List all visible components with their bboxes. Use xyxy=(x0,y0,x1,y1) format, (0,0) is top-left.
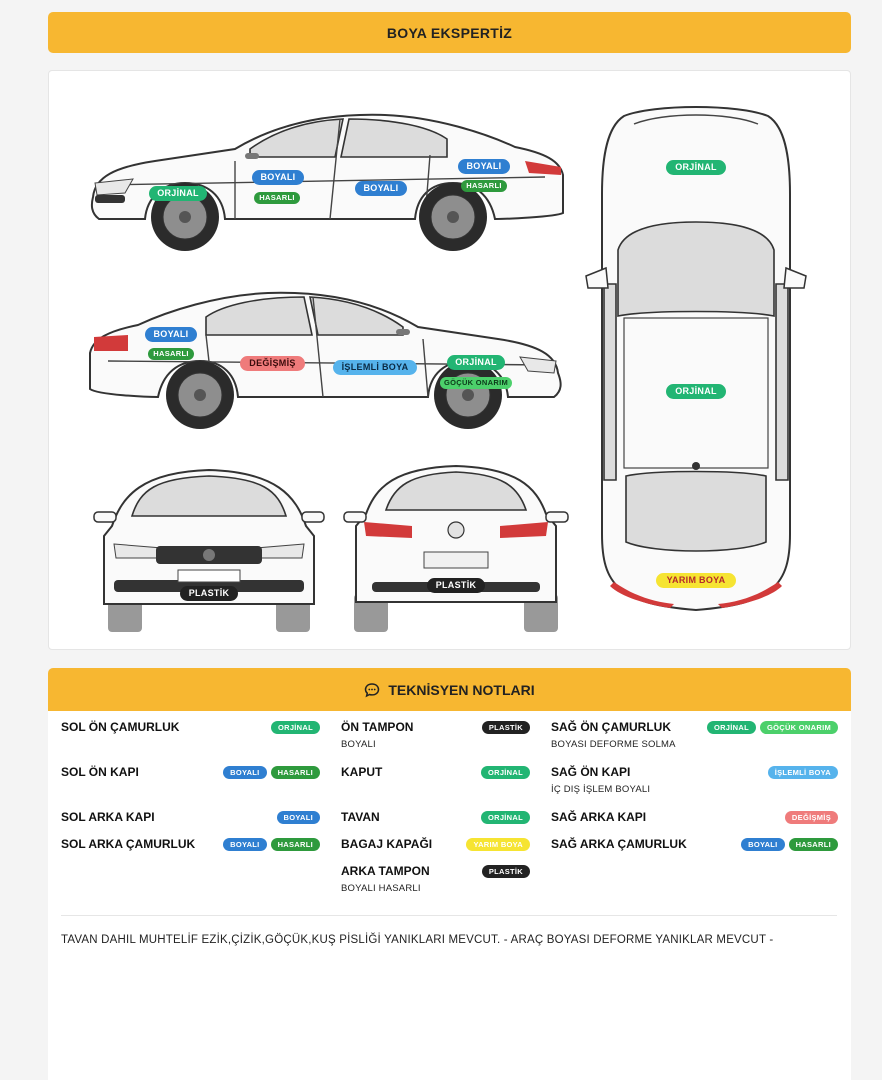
label-rear-bumper: PLASTİK xyxy=(427,578,485,593)
label-side-right-rear-fender-painted: BOYALI xyxy=(458,159,510,174)
page-header: BOYA EKSPERTİZ xyxy=(48,12,851,53)
note-badge: GÖÇÜK ONARIM xyxy=(759,721,838,734)
note-badge: DEĞİŞMİŞ xyxy=(784,811,838,824)
note-item: SOL ÖN KAPI BOYALI HASARLI xyxy=(61,765,320,787)
label-side-left-rear-fender-painted: BOYALI xyxy=(145,327,197,342)
note-title: SOL ARKA KAPI xyxy=(61,810,155,824)
car-top-windshield xyxy=(617,221,775,317)
label-side-right-rear-door: BOYALI xyxy=(355,181,407,196)
note-badge: ORJİNAL xyxy=(270,721,320,734)
car-top-rear-window xyxy=(625,470,767,552)
note-title: KAPUT xyxy=(341,765,383,779)
car-side-left-window-front xyxy=(309,296,404,336)
note-item: ARKA TAMPON BOYALI HASARLI PLASTİK xyxy=(341,864,530,898)
car-rear-view xyxy=(343,464,569,632)
label-side-right-rear-fender-damaged: HASARLI xyxy=(461,180,507,192)
note-badge: ORJİNAL xyxy=(480,811,530,824)
note-badge: HASARLI xyxy=(270,838,320,851)
note-badge: BOYALI xyxy=(741,838,785,851)
label-side-left-front-door: İŞLEMLİ BOYA xyxy=(333,360,417,375)
label-side-right-front-door-painted: BOYALI xyxy=(252,170,304,185)
note-subtitle: BOYALI xyxy=(341,739,376,750)
car-front-view xyxy=(93,468,325,632)
note-badge: İŞLEMLİ BOYA xyxy=(767,766,838,779)
note-item: SAĞ ÖN KAPI İÇ DIŞ İŞLEM BOYALI İŞLEMLİ … xyxy=(551,765,838,799)
label-front-bumper: PLASTİK xyxy=(180,586,238,601)
label-side-left-front-fender-original: ORJİNAL xyxy=(447,355,505,370)
note-subtitle: BOYALI HASARLI xyxy=(341,883,421,894)
note-item: SAĞ ARKA ÇAMURLUK BOYALI HASARLI xyxy=(551,837,838,859)
note-title: ÖN TAMPON xyxy=(341,720,414,734)
note-badge: PLASTİK xyxy=(481,865,530,878)
note-item: ÖN TAMPON BOYALI PLASTİK xyxy=(341,720,530,754)
note-title: ARKA TAMPON xyxy=(341,864,430,878)
car-top-view xyxy=(585,106,807,612)
notes-summary: TAVAN DAHIL MUHTELİF EZİK,ÇİZİK,GÖÇÜK,KU… xyxy=(61,934,774,946)
note-item: SOL ARKA ÇAMURLUK BOYALI HASARLI xyxy=(61,837,320,859)
label-side-left-rear-door: DEĞİŞMİŞ xyxy=(240,356,305,371)
label-side-left-rear-fender-damaged: HASARLI xyxy=(148,348,194,360)
note-badge: ORJİNAL xyxy=(480,766,530,779)
note-title: BAGAJ KAPAĞI xyxy=(341,837,433,851)
note-title: SAĞ ÖN ÇAMURLUK xyxy=(551,720,671,734)
label-side-right-front-fender: ORJİNAL xyxy=(149,186,207,201)
note-item: SAĞ ARKA KAPI DEĞİŞMİŞ xyxy=(551,810,838,832)
label-side-right-front-door-damaged: HASARLI xyxy=(254,192,300,204)
note-title: SOL ÖN KAPI xyxy=(61,765,139,779)
note-title: SAĞ ARKA ÇAMURLUK xyxy=(551,837,687,851)
note-item: BAGAJ KAPAĞI YARIM BOYA xyxy=(341,837,530,859)
car-side-right-rear-wheel xyxy=(419,183,487,251)
note-title: SOL ÖN ÇAMURLUK xyxy=(61,720,180,734)
label-side-left-front-fender-dent-repair: GÖÇÜK ONARIM xyxy=(440,377,512,389)
note-title: TAVAN xyxy=(341,810,380,824)
note-badge: YARIM BOYA xyxy=(466,838,530,851)
label-top-hood: ORJİNAL xyxy=(666,160,726,175)
note-badge: BOYALI xyxy=(223,766,267,779)
car-side-right-window-front xyxy=(249,118,344,158)
note-badge: PLASTİK xyxy=(481,721,530,734)
label-top-trunk: YARIM BOYA xyxy=(656,573,736,588)
label-top-roof: ORJİNAL xyxy=(666,384,726,399)
page-title: BOYA EKSPERTİZ xyxy=(386,24,513,41)
car-front-windshield xyxy=(130,475,288,517)
note-badge: BOYALI xyxy=(223,838,267,851)
car-side-left-window-rear xyxy=(205,296,313,336)
note-item: KAPUT ORJİNAL xyxy=(341,765,530,787)
technician-notes-title: TEKNİSYEN NOTLARI xyxy=(388,681,535,698)
note-badge: ORJİNAL xyxy=(706,721,756,734)
note-item: SAĞ ÖN ÇAMURLUK BOYASI DEFORME SOLMA ORJ… xyxy=(551,720,838,754)
note-badge: HASARLI xyxy=(788,838,838,851)
note-title: SOL ARKA ÇAMURLUK xyxy=(61,837,196,851)
note-badge: BOYALI xyxy=(276,811,320,824)
note-subtitle: İÇ DIŞ İŞLEM BOYALI xyxy=(551,784,651,795)
car-rear-window xyxy=(384,471,528,511)
note-title: SAĞ ÖN KAPI xyxy=(551,765,631,779)
note-item: SOL ÖN ÇAMURLUK ORJİNAL xyxy=(61,720,320,742)
car-side-left-rear-wheel xyxy=(166,361,234,429)
car-side-right-window-rear xyxy=(340,118,448,158)
car-side-left-front-wheel xyxy=(434,361,502,429)
note-item: TAVAN ORJİNAL xyxy=(341,810,530,832)
notes-divider xyxy=(61,915,837,916)
note-item: SOL ARKA KAPI BOYALI xyxy=(61,810,320,832)
note-badge: HASARLI xyxy=(270,766,320,779)
note-subtitle: BOYASI DEFORME SOLMA xyxy=(551,739,676,750)
technician-notes-header: TEKNİSYEN NOTLARI xyxy=(48,668,851,711)
car-side-view-left xyxy=(89,291,562,429)
technician-notes-panel xyxy=(48,711,851,1080)
chat-bubble-icon xyxy=(365,682,380,697)
note-title: SAĞ ARKA KAPI xyxy=(551,810,647,824)
